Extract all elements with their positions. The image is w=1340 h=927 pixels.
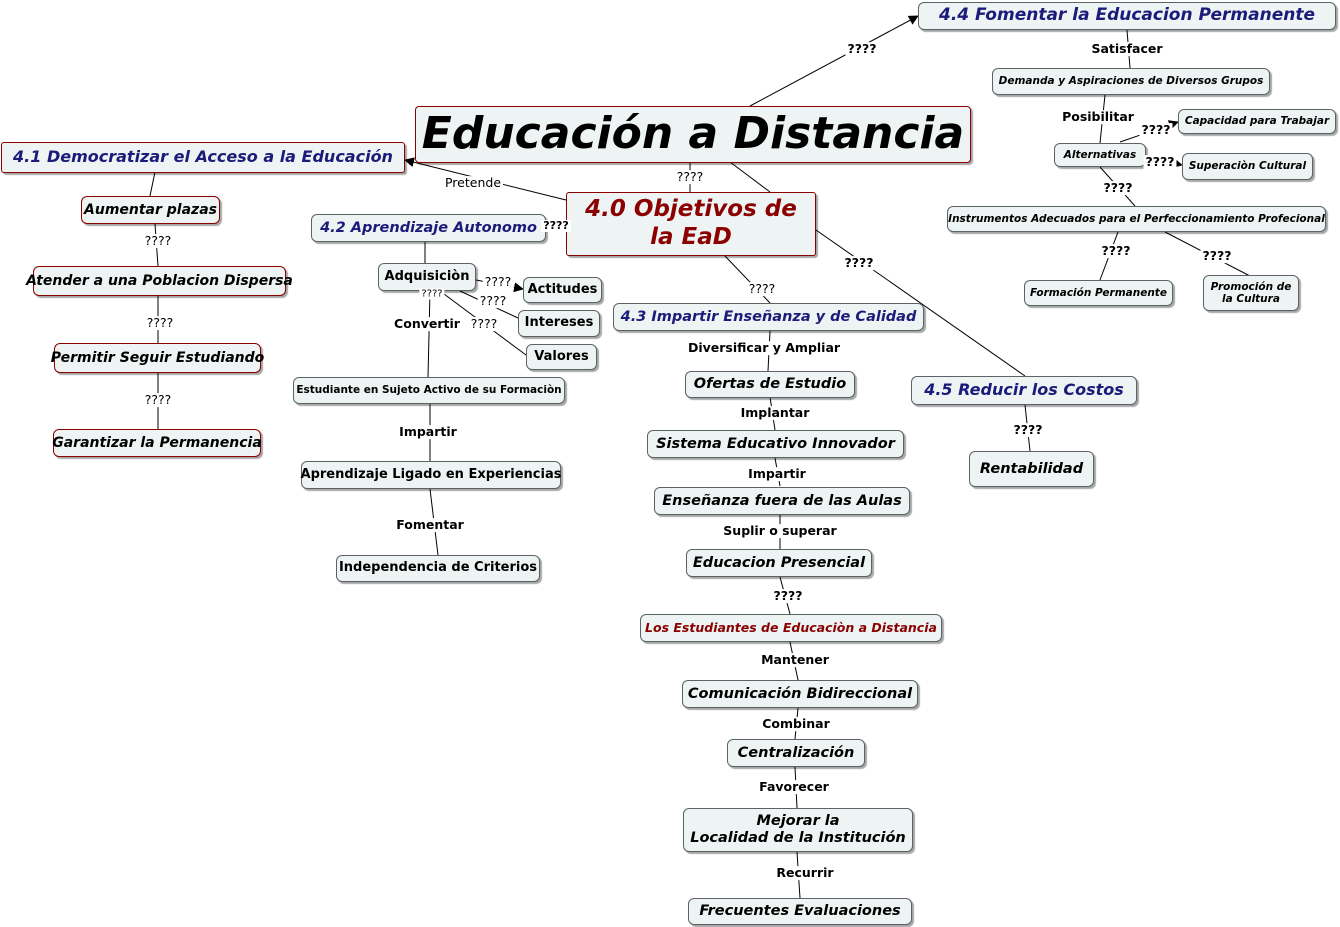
root-node[interactable]: Educación a Distancia: [415, 106, 971, 163]
link-label-convertir: Convertir: [392, 316, 462, 332]
link-label-q-obj-42: ????: [541, 218, 571, 233]
b43-mejorar-line1: Mejorar la: [756, 813, 840, 830]
b42-independencia-criterios[interactable]: Independencia de Criterios: [336, 555, 540, 582]
link-label-suplir: Suplir o superar: [721, 523, 839, 539]
link-label-q-44-cap: ????: [1139, 122, 1173, 138]
branch-4-3-title[interactable]: 4.3 Impartir Enseñanza y de Calidad: [613, 303, 924, 331]
b43-estudiantes-ead[interactable]: Los Estudiantes de Educaciòn a Distancia: [640, 614, 942, 642]
link-label-q-root-44: ????: [845, 41, 879, 57]
branch-4-5-title[interactable]: 4.5 Reducir los Costos: [911, 376, 1137, 405]
branch-4-1-title[interactable]: 4.1 Democratizar el Acceso a la Educació…: [1, 142, 405, 173]
b44-instrumentos-adecuados[interactable]: Instrumentos Adecuados para el Perfeccio…: [947, 206, 1326, 232]
b43-mejorar-line2: Localidad de la Institución: [690, 830, 906, 846]
link-label-q-44-prom: ????: [1200, 248, 1234, 264]
b42-valores[interactable]: Valores: [526, 344, 597, 370]
link-label-recurrir: Recurrir: [774, 865, 836, 881]
link-label-pretende: Pretende: [442, 175, 504, 191]
link-label-impartir-42: Impartir: [397, 424, 459, 440]
link-label-q-obj-43: ????: [746, 281, 778, 297]
b44-promocion-line2: la Cultura: [1222, 293, 1280, 305]
objectives-node[interactable]: 4.0 Objetivos de la EaD: [566, 192, 816, 256]
link-label-favorecer: Favorecer: [757, 779, 831, 795]
link-label-mantener: Mantener: [759, 652, 831, 668]
b43-educacion-presencial[interactable]: Educacion Presencial: [686, 549, 872, 577]
b44-promocion-cultura[interactable]: Promoción de la Cultura: [1203, 275, 1299, 311]
b42-adquisicion[interactable]: Adquisiciòn: [378, 263, 476, 291]
b44-superacion-cultural[interactable]: Superaciòn Cultural: [1182, 153, 1313, 180]
b42-actitudes[interactable]: Actitudes: [523, 277, 602, 303]
link-label-q-41c: ????: [142, 392, 174, 408]
b41-garantizar-permanencia[interactable]: Garantizar la Permanencia: [52, 429, 262, 457]
link-label-q-45: ????: [1011, 422, 1045, 438]
link-label-satisfacer: Satisfacer: [1089, 41, 1165, 57]
branch-4-2-title[interactable]: 4.2 Aprendizaje Autonomo: [311, 214, 546, 242]
link-label-impartir-43: Impartir: [746, 466, 808, 482]
b43-ofertas-estudio[interactable]: Ofertas de Estudio: [685, 371, 855, 398]
link-label-q-44-sup: ????: [1143, 154, 1177, 170]
b44-promocion-line1: Promoción de: [1210, 280, 1292, 293]
link-label-q-41a: ????: [142, 233, 174, 249]
b41-atender-poblacion[interactable]: Atender a una Poblacion Dispersa: [26, 266, 293, 296]
link-label-q-obj-45: ????: [842, 255, 876, 271]
b42-aprendizaje-experiencias[interactable]: Aprendizaje Ligado en Experiencias: [301, 461, 561, 489]
link-label-q-root-obj: ????: [674, 169, 706, 185]
b45-rentabilidad[interactable]: Rentabilidad: [969, 451, 1094, 487]
b41-aumentar-plazas[interactable]: Aumentar plazas: [81, 196, 220, 224]
link-label-q-41b: ????: [144, 315, 176, 331]
b43-centralizacion[interactable]: Centralización: [727, 739, 865, 767]
link-label-q-44-form: ????: [1099, 243, 1133, 259]
link-label-q-42-int: ????: [477, 293, 509, 309]
b43-sistema-innovador[interactable]: Sistema Educativo Innovador: [647, 430, 904, 458]
link-label-q-42-act: ????: [482, 274, 514, 290]
b43-frecuentes-evaluaciones[interactable]: Frecuentes Evaluaciones: [688, 898, 912, 925]
link-label-diversificar: Diversificar y Ampliar: [685, 340, 843, 356]
link-label-combinar: Combinar: [760, 716, 832, 732]
b41-permitir-seguir[interactable]: Permitir Seguir Estudiando: [51, 343, 264, 373]
link-label-q-42-val: ????: [468, 316, 500, 332]
b42-intereses[interactable]: Intereses: [518, 310, 600, 337]
b44-alternativas[interactable]: Alternativas: [1054, 143, 1146, 167]
branch-4-4-title[interactable]: 4.4 Fomentar la Educacion Permanente: [918, 2, 1336, 30]
link-label-q-42-conv: ????: [419, 288, 445, 300]
b44-capacidad-trabajar[interactable]: Capacidad para Trabajar: [1178, 109, 1336, 134]
b43-ensenanza-fuera-aulas[interactable]: Enseñanza fuera de las Aulas: [654, 487, 910, 515]
b43-comunicacion-bidireccional[interactable]: Comunicación Bidireccional: [682, 680, 918, 708]
link-label-posibilitar: Posibilitar: [1060, 109, 1136, 125]
b43-mejorar-localidad[interactable]: Mejorar la Localidad de la Institución: [683, 808, 913, 852]
b42-estudiante-sujeto-activo[interactable]: Estudiante en Sujeto Activo de su Formac…: [293, 377, 565, 404]
b44-formacion-permanente[interactable]: Formación Permanente: [1024, 280, 1173, 306]
link-label-q-44-inst: ????: [1101, 180, 1135, 196]
link-label-q-43: ????: [771, 588, 805, 604]
link-label-fomentar: Fomentar: [394, 517, 466, 533]
link-label-implantar: Implantar: [738, 405, 812, 421]
b44-demanda-aspiraciones[interactable]: Demanda y Aspiraciones de Diversos Grupo…: [992, 68, 1270, 95]
